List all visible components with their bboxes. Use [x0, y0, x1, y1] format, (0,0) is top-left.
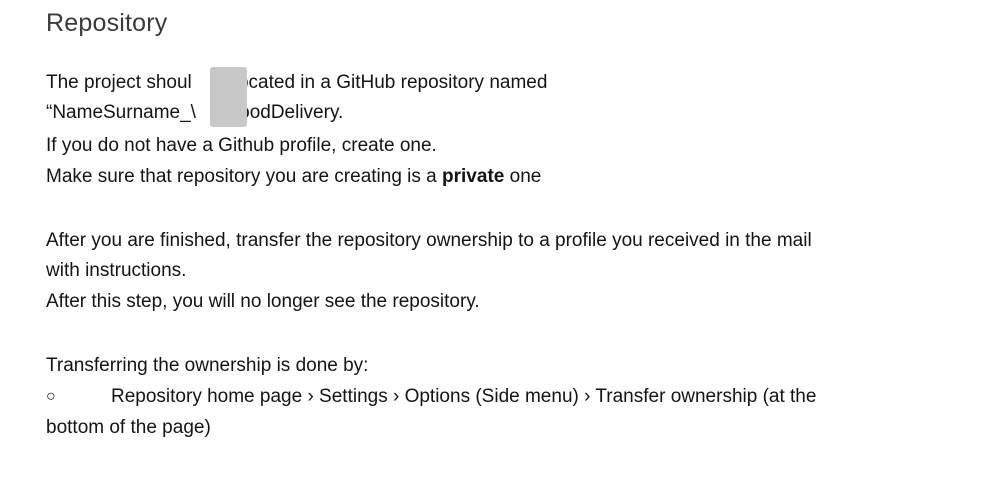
para3-intro: Transferring the ownership is done by: — [46, 355, 369, 376]
private-emphasis: private — [442, 166, 505, 187]
bullet-item: ○ Repository home page › Settings › Opti… — [46, 385, 946, 415]
para1-line2: “NameSurname_\ _FoodDelivery. — [46, 101, 343, 125]
para2-line2: with instructions. — [46, 260, 187, 281]
para2-line3: After this step, you will no longer see … — [46, 291, 480, 312]
para1-line1-start: The project shoul — [46, 72, 192, 93]
section-heading: Repository — [46, 9, 168, 37]
para2-line1: After you are finished, transfer the rep… — [46, 230, 812, 251]
para1-line2-end: _FoodDelivery. — [216, 102, 344, 123]
bullet-line2: bottom of the page) — [46, 417, 211, 438]
para1-line4: Make sure that repository you are creati… — [46, 165, 541, 189]
para1-line4-start: Make sure that repository you are creati… — [46, 166, 443, 187]
redaction-block — [210, 67, 247, 127]
para1-line2-start: “NameSurname_\ — [46, 102, 196, 123]
para1-line1-end: located in a GitHub repository named — [233, 72, 548, 93]
para1-line4-end: one — [504, 166, 542, 187]
bullet-line1: Repository home page › Settings › Option… — [111, 386, 817, 407]
para1-line3: If you do not have a Github profile, cre… — [46, 135, 437, 156]
bullet-circle-icon: ○ — [46, 388, 56, 405]
para1-line1: The project shoul located in a GitHub rep… — [46, 71, 547, 95]
